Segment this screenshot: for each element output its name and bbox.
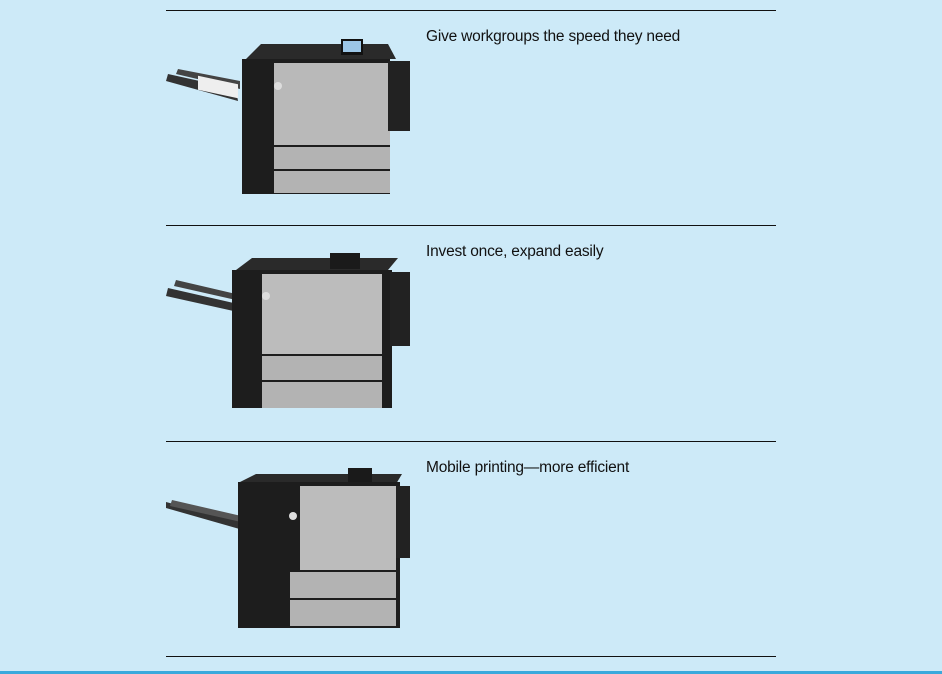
feature-caption: Give workgroups the speed they need [426, 28, 681, 45]
printer-image [166, 39, 410, 194]
divider [166, 225, 776, 226]
divider [166, 10, 776, 11]
feature-row: Give workgroups the speed they need [166, 11, 776, 225]
printer-image [166, 253, 410, 408]
divider [166, 441, 776, 442]
feature-caption: Invest once, expand easily [426, 243, 604, 260]
divider [166, 656, 776, 657]
printer-image [166, 468, 410, 628]
feature-caption: Mobile printing—more efficient [426, 459, 630, 476]
feature-row: Invest once, expand easily [166, 226, 776, 440]
feature-row: Mobile printing—more efficient [166, 442, 776, 656]
bottom-accent-bar [0, 671, 942, 674]
